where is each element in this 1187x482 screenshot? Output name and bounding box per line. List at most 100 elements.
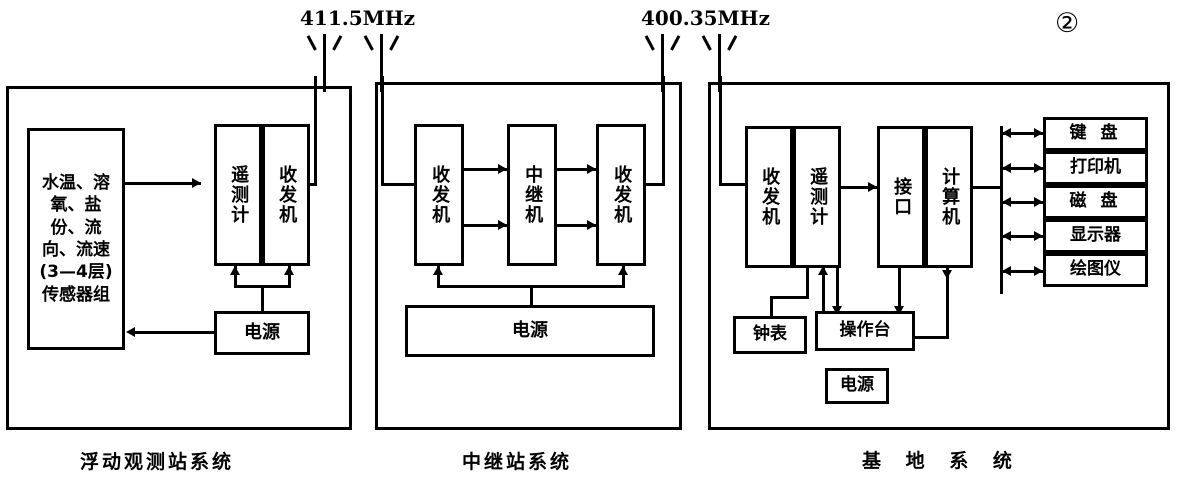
link-power-to-sensor <box>132 331 214 334</box>
peripheral-keyboard: 键 盘 <box>1043 117 1148 151</box>
arrowhead-bus-keyboard-l <box>1002 128 1011 138</box>
system-label-floating-observation-station: 浮动观测站系统 <box>80 451 235 473</box>
arrowhead-bus-plotter-l <box>1002 266 1011 276</box>
arrowhead-console-telemetry-a <box>818 266 828 275</box>
peripheral-bus <box>1000 126 1003 294</box>
peripheral-disk: 磁 盘 <box>1043 185 1148 219</box>
block-telemetry-floating-label: 遥测计 <box>228 165 250 225</box>
antenna-feed-line-4 <box>719 76 722 186</box>
block-transceiver-relay-left-label: 收发机 <box>429 165 451 225</box>
block-clock: 钟表 <box>733 316 807 354</box>
frequency-label-411: 411.5MHz <box>300 6 416 30</box>
arrowhead-power-relay-right <box>618 266 628 275</box>
arrowhead-bus-keyboard-r <box>1034 128 1043 138</box>
power-stub-relay-right <box>622 266 625 288</box>
arrowhead-console-interface <box>894 306 904 315</box>
block-power-relay: 电源 <box>405 305 655 357</box>
block-clock-label: 钟表 <box>753 324 787 345</box>
antenna-feed-line-1 <box>314 76 317 186</box>
link-console-to-telemetry-a <box>822 268 825 316</box>
block-power-relay-label: 电源 <box>512 319 548 341</box>
arrowhead-relay-right-upper <box>587 164 596 174</box>
peripheral-keyboard-label: 键 盘 <box>1069 123 1122 144</box>
arrowhead-relay-left-lower <box>498 220 507 230</box>
block-sensor-group: 水温、溶氧、盐份、流向、流速(3—4层)传感器组 <box>27 128 125 350</box>
link-relay-left-upper <box>464 168 507 171</box>
link-console-to-telemetry-b <box>836 268 839 316</box>
block-power-base-label: 电源 <box>840 375 874 396</box>
link-computer-to-peripheral-bus <box>973 186 1001 189</box>
block-interface-label: 接口 <box>891 177 913 217</box>
system-enclosure-base-station <box>708 82 1170 430</box>
antenna-feed-join-4 <box>719 183 749 186</box>
antenna-feed-line-2 <box>381 76 384 186</box>
power-stub-telemetry <box>234 266 237 288</box>
system-enclosure-relay-station <box>375 82 682 430</box>
arrowhead-power-transceiver <box>284 266 294 275</box>
block-telemetry-base: 遥测计 <box>793 126 841 268</box>
arrowhead-power-telemetry <box>230 266 240 275</box>
arrowhead-bus-plotter-r <box>1034 266 1043 276</box>
link-bus-display <box>1000 235 1043 238</box>
block-sensor-group-label: 水温、溶氧、盐份、流向、流速(3—4层)传感器组 <box>39 172 113 305</box>
peripheral-plotter-label: 绘图仪 <box>1070 259 1121 280</box>
arrowhead-power-to-sensor <box>126 327 135 337</box>
block-computer-label: 计算机 <box>939 167 961 227</box>
power-riser-floating <box>261 285 264 313</box>
block-transceiver-relay-right-label: 收发机 <box>611 165 633 225</box>
arrowhead-power-relay-left <box>433 266 443 275</box>
link-bus-disk <box>1000 201 1043 204</box>
peripheral-display: 显示器 <box>1043 219 1148 253</box>
peripheral-printer: 打印机 <box>1043 151 1148 185</box>
arrowhead-bus-disk-r <box>1034 197 1043 207</box>
link-console-to-interface <box>898 268 901 316</box>
antenna-feed-line-3 <box>662 76 665 186</box>
peripheral-display-label: 显示器 <box>1070 225 1121 246</box>
antenna-feed-join-3 <box>634 183 665 186</box>
link-bus-plotter <box>1000 270 1043 273</box>
system-label-base-station: 基 地 系 统 <box>862 450 1021 472</box>
block-power-floating: 电源 <box>214 311 310 355</box>
link-bus-keyboard <box>1000 132 1043 135</box>
block-computer: 计算机 <box>925 126 973 268</box>
system-label-relay-station: 中继站系统 <box>462 451 573 473</box>
clock-elbow <box>770 296 809 299</box>
antenna-feed-join-2 <box>381 183 414 186</box>
arrowhead-console-telemetry-b <box>832 306 842 315</box>
block-console: 操作台 <box>815 311 915 351</box>
system-enclosure-floating-observation-station <box>6 86 352 430</box>
arrowhead-telemetry-to-interface <box>868 182 877 192</box>
block-relay-machine-label: 中继机 <box>522 165 544 225</box>
arrowhead-sensor-to-telemetry <box>192 178 201 188</box>
link-bus-printer <box>1000 167 1043 170</box>
link-relay-right-lower <box>557 224 596 227</box>
power-stub-relay-left <box>437 266 440 288</box>
block-transceiver-base-label: 收发机 <box>759 167 781 227</box>
power-stub-transceiver <box>288 266 291 288</box>
block-power-base: 电源 <box>825 368 889 404</box>
block-power-floating-label: 电源 <box>244 321 280 343</box>
figure-number: ② <box>1055 8 1080 39</box>
arrowhead-bus-display-l <box>1002 231 1011 241</box>
power-riser-relay <box>530 285 533 307</box>
clock-riser-upper <box>806 268 809 298</box>
peripheral-plotter: 绘图仪 <box>1043 253 1148 287</box>
block-interface: 接口 <box>877 126 925 268</box>
link-computer-to-console-v <box>946 268 949 338</box>
block-transceiver-base: 收发机 <box>745 126 793 268</box>
block-telemetry-base-label: 遥测计 <box>807 167 829 227</box>
block-transceiver-floating: 收发机 <box>262 124 310 266</box>
block-telemetry-floating: 遥测计 <box>214 124 262 266</box>
link-computer-to-console-h <box>913 336 949 339</box>
block-relay-machine: 中继机 <box>507 124 557 266</box>
block-transceiver-relay-right: 收发机 <box>596 124 646 266</box>
link-telemetry-to-interface <box>841 186 877 189</box>
arrowhead-bus-display-r <box>1034 231 1043 241</box>
arrowhead-relay-left-upper <box>498 164 507 174</box>
link-relay-left-lower <box>464 224 507 227</box>
frequency-label-400: 400.35MHz <box>641 6 770 30</box>
link-relay-right-upper <box>557 168 596 171</box>
arrowhead-relay-right-lower <box>587 220 596 230</box>
arrowhead-bus-disk-l <box>1002 197 1011 207</box>
block-transceiver-floating-label: 收发机 <box>276 165 298 225</box>
